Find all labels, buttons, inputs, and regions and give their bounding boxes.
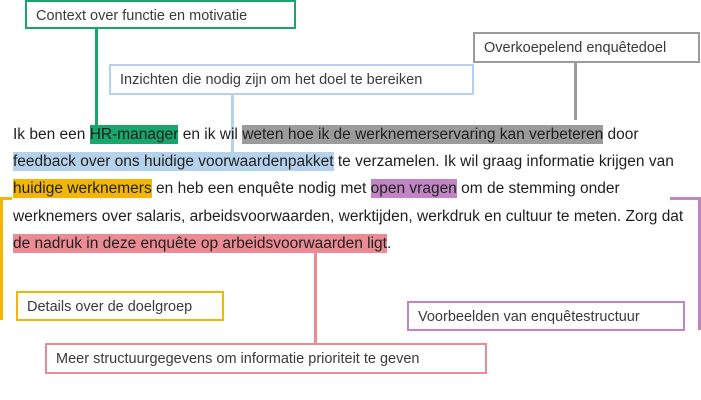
prompt-paragraph: Ik ben een HR-manager en ik wil weten ho… — [13, 121, 701, 257]
callout-audience: Details over de doelgroep — [16, 291, 224, 321]
audience-connector-horizontal — [0, 197, 12, 200]
prompt-text-1: Ik ben een — [13, 126, 90, 143]
examples-connector-vertical — [698, 197, 701, 330]
prompt-text-6: om de stemming onder werknemers over sal… — [13, 180, 684, 225]
audience-connector-vertical — [0, 197, 3, 320]
highlight-audience: huidige werknemers — [13, 179, 152, 199]
structure-connector-left — [314, 243, 317, 345]
highlight-role: HR-manager — [89, 125, 179, 144]
prompt-text-4: te verzamelen. Ik wil graag informatie k… — [333, 153, 674, 171]
callout-insights: Inzichten die nodig zijn om het doel te … — [109, 64, 474, 95]
prompt-text-7: . — [386, 234, 392, 252]
prompt-text-2: en ik wil — [178, 126, 243, 143]
insights-connector — [231, 92, 234, 154]
callout-structure: Meer structuurgegevens om informatie pri… — [45, 343, 487, 374]
callout-examples: Voorbeelden van enquêtestructuur — [407, 301, 685, 331]
highlight-goal: weten hoe ik de werknemerservaring kan v… — [242, 125, 604, 144]
goal-connector — [574, 60, 577, 120]
highlight-examples: open vragen — [370, 179, 457, 199]
highlight-structure: de nadruk in deze enquête op arbeidsvoor… — [13, 233, 387, 253]
callout-context: Context over functie en motivatie — [25, 0, 296, 29]
callout-goal: Overkoepelend enquêtedoel — [473, 32, 700, 63]
prompt-text-5: en heb een enquête nodig met — [151, 180, 371, 198]
context-connector — [95, 27, 98, 130]
prompt-text-3: door — [603, 126, 639, 143]
examples-connector-horizontal — [670, 197, 701, 200]
highlight-insights: feedback over ons huidige voorwaardenpak… — [13, 152, 334, 172]
